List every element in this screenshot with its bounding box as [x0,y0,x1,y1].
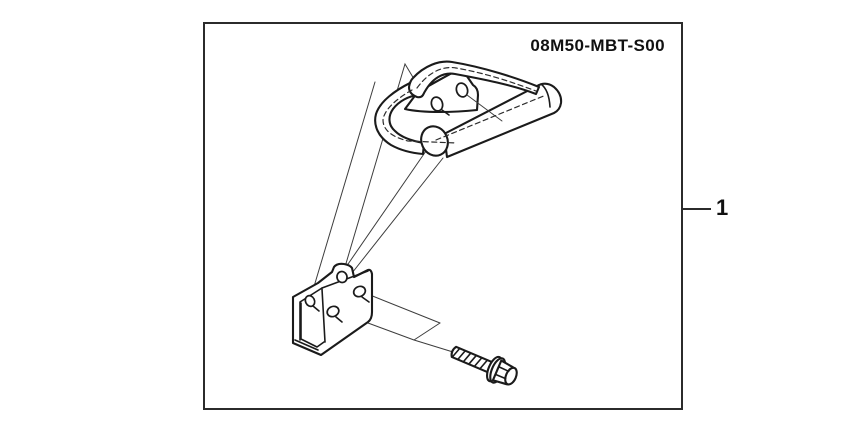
handle-mounting-plate [403,67,480,114]
bracket-front-hole-lower [326,305,340,318]
handle-grip-bar [442,82,563,159]
bolt-threads [451,347,489,370]
part-number-label: 08M50-MBT-S00 [530,36,665,55]
mounting-bracket-drawing [291,262,374,357]
plate-hole-left [430,96,444,112]
bolt-leader-lines [359,290,454,353]
bracket-tab-hole [336,270,348,284]
callout-leader-line [681,208,711,210]
flange-bolt-drawing [450,345,518,386]
plate-hole-right [455,82,469,98]
grab-handle-drawing [374,60,563,159]
bolt-shank [450,345,494,374]
handle-top-tube [407,60,541,99]
bracket-front-hole-upper [352,285,367,298]
callout-number: 1 [716,195,729,220]
